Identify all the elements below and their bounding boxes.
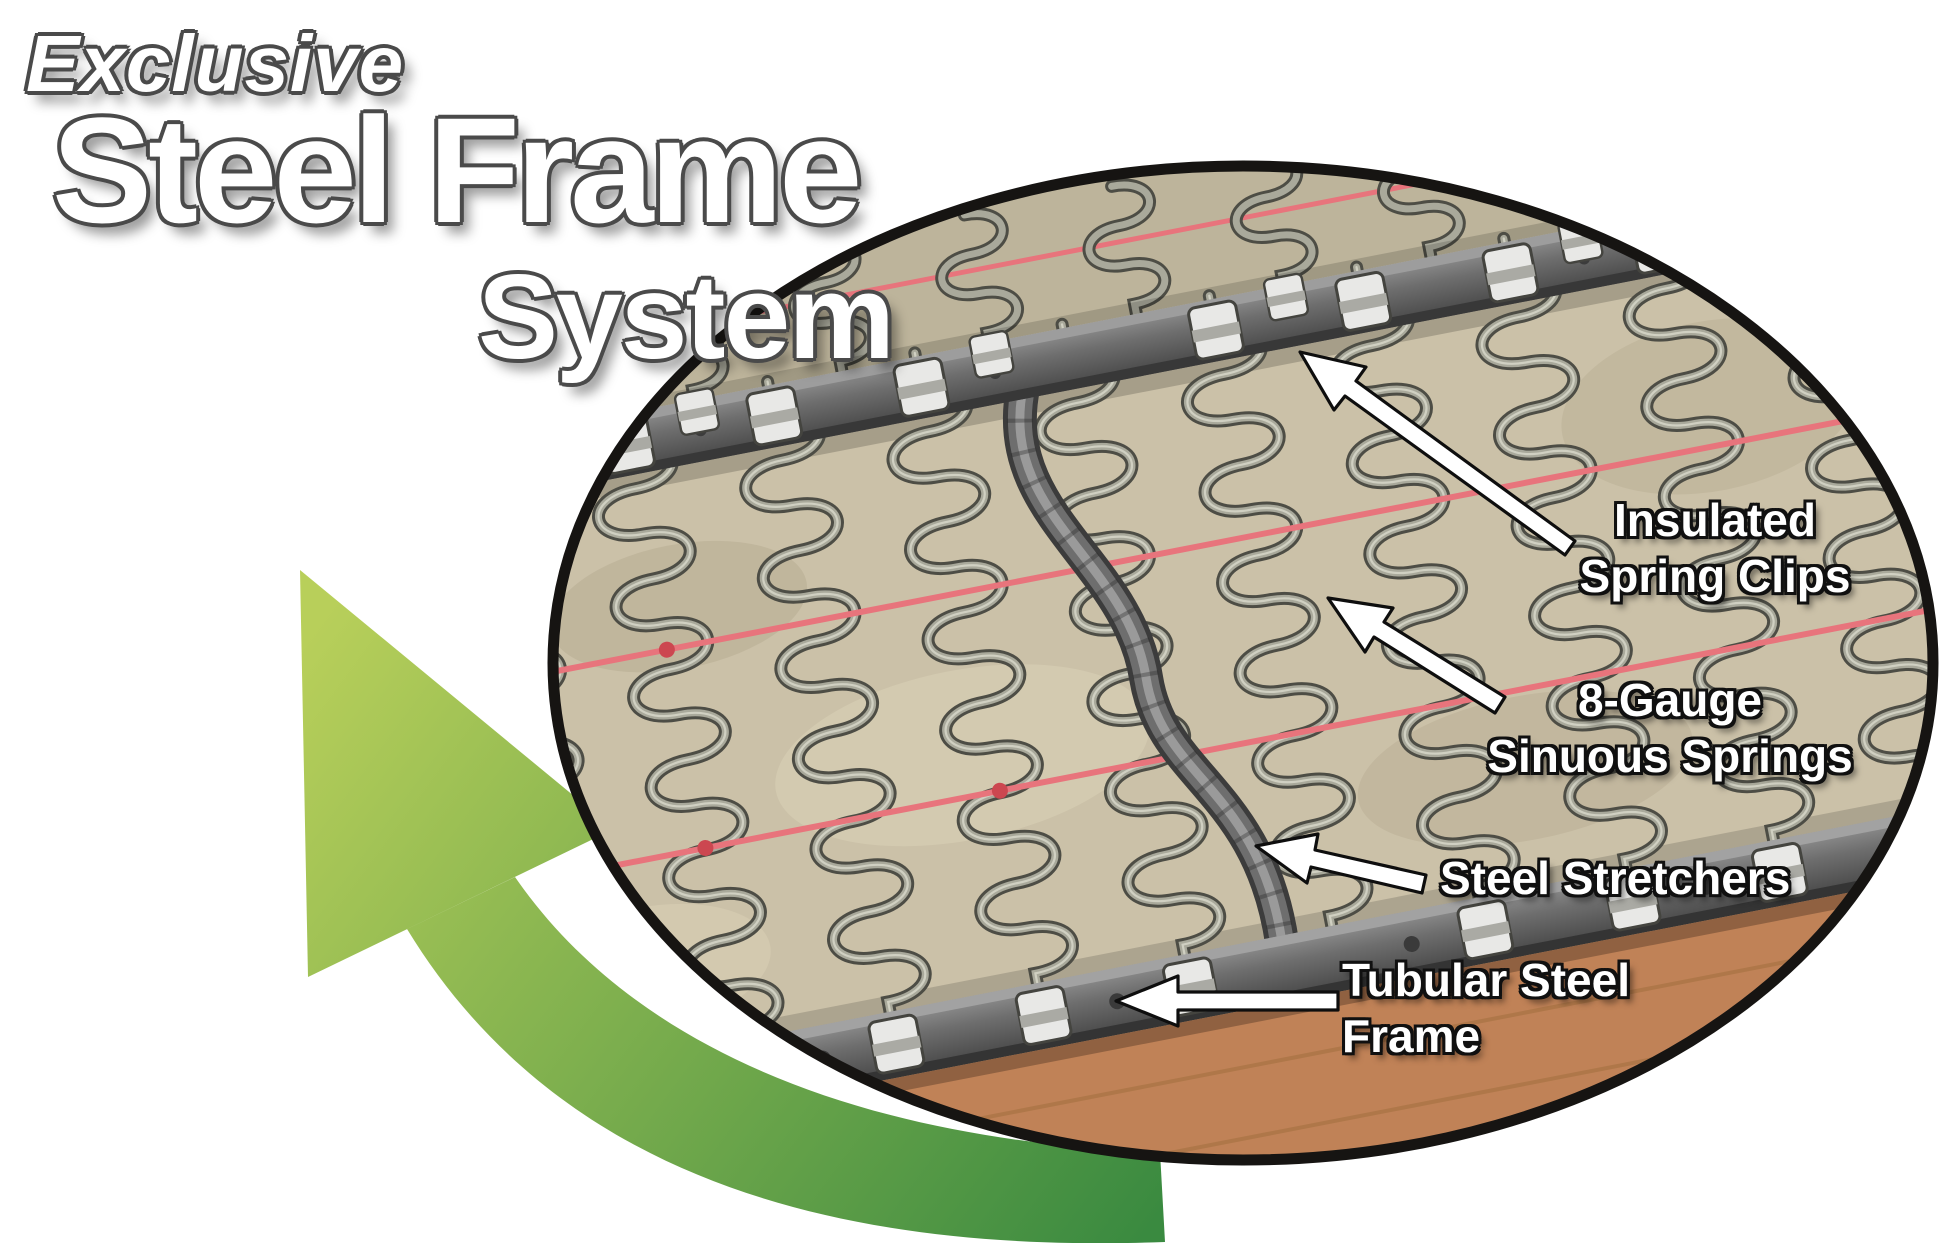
label-tubular-steel-frame: Tubular Steel Frame [1342,954,1630,1063]
callout-arrows [1114,350,1577,1028]
title-steel-frame: Steel Frame [52,86,862,254]
title-system: System [478,250,895,384]
arrow-sinuous-springs [1326,596,1507,715]
arrow-steel-stretchers [1254,832,1428,895]
wire-tie [697,839,714,856]
green-arrow-band [407,877,1165,1243]
arrow-insulated-spring-clips [1298,350,1577,557]
wire-tie [991,782,1008,799]
label-sinuous-springs: 8-Gauge Sinuous Springs [1487,674,1853,783]
green-swoosh-arrow [300,570,1165,1243]
label-insulated-spring-clips: Insulated Spring Clips [1579,494,1851,603]
wire-tie [553,868,567,885]
title-exclusive: Exclusive [26,19,405,108]
arrow-tubular-steel-frame [1114,974,1340,1028]
green-arrow-head [300,570,614,977]
oval-border [547,160,1939,1166]
steel-stretcher-tube [1002,369,1300,960]
main-spring-field [510,166,1933,1104]
wire-tie [510,669,529,688]
label-steel-stretchers: Steel Stretchers [1440,852,1791,904]
wire-tie [658,641,675,658]
